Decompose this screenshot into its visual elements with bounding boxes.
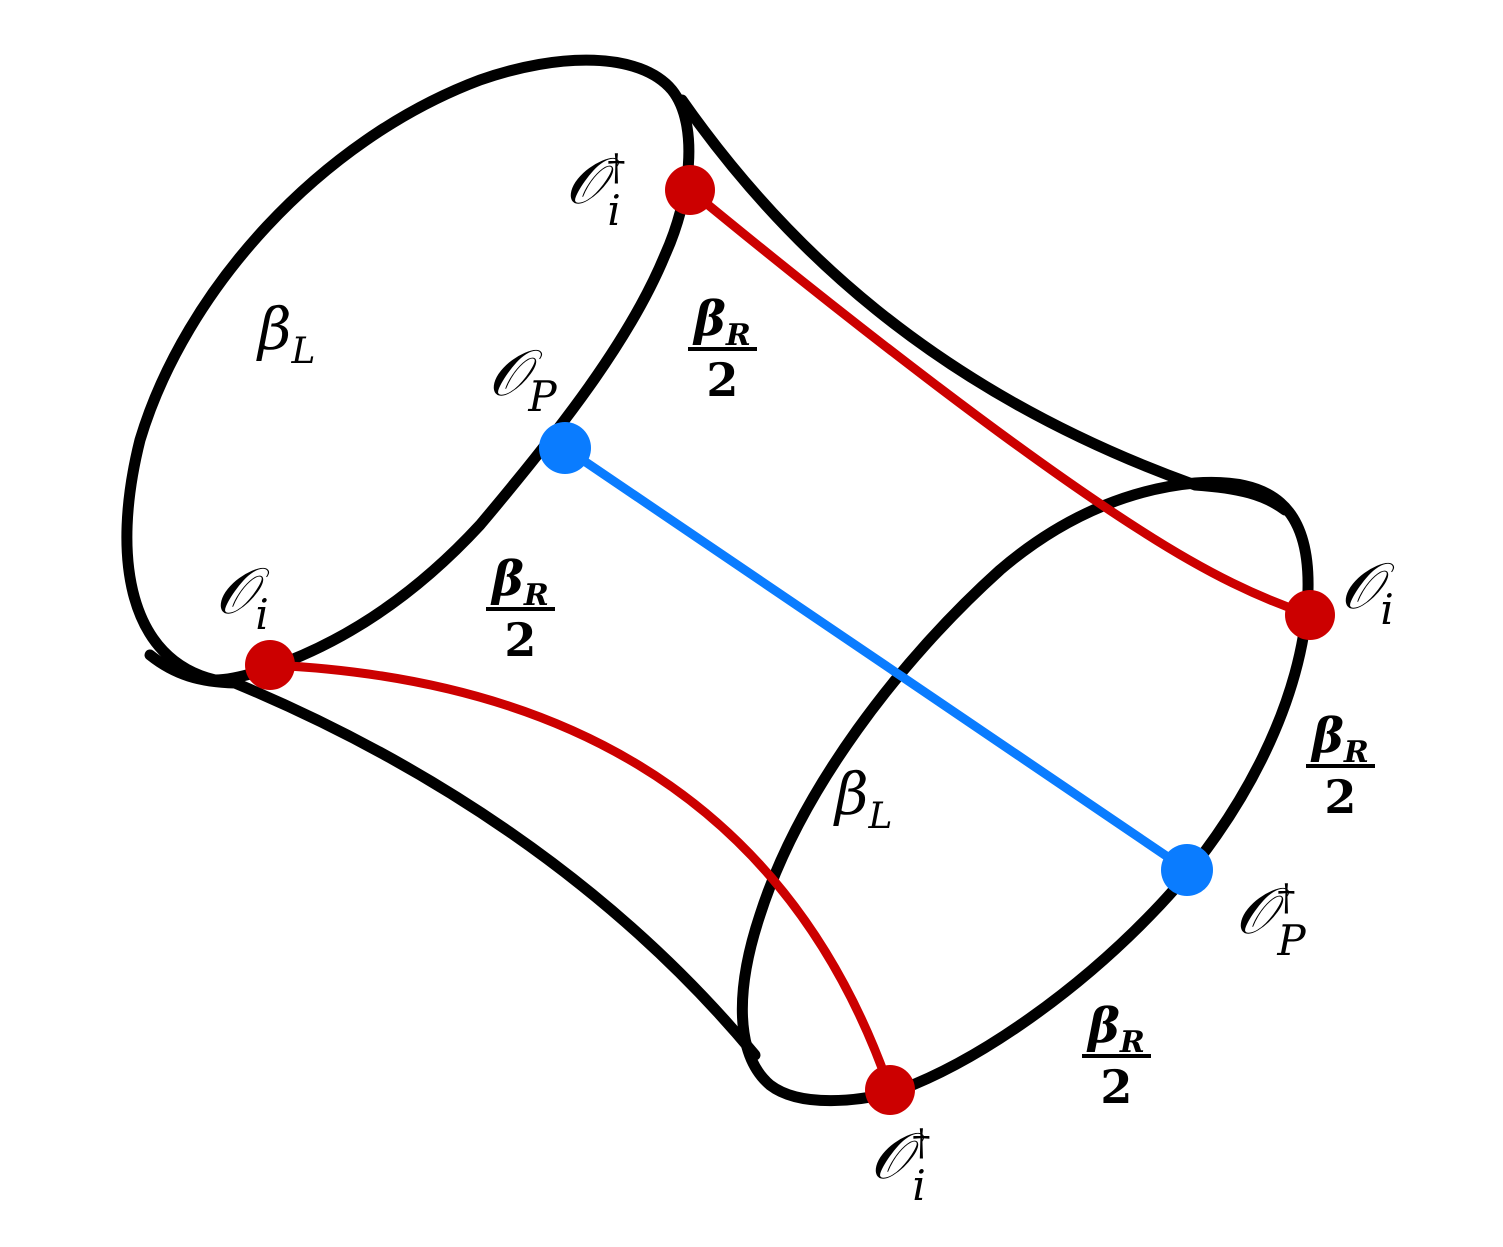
point-OP: [539, 422, 591, 474]
op-symbol: 𝒪: [215, 555, 256, 629]
top-sheet-edge: [676, 94, 1291, 516]
sub-R: R: [1343, 735, 1369, 770]
sub-i: i: [607, 186, 621, 235]
beta-symbol: β: [258, 295, 292, 363]
dagger-sup: †: [912, 1123, 931, 1164]
blue-geodesic: [560, 443, 1192, 875]
point-Oi-right: [1285, 590, 1335, 640]
left-boundary-ellipse: [121, 54, 695, 686]
label-OP: 𝒪P: [488, 342, 557, 418]
sub-R: R: [725, 318, 751, 353]
red-geodesic-top: [685, 185, 1315, 620]
sub-R: R: [1119, 1025, 1145, 1060]
label-Oi-left: 𝒪i: [215, 560, 269, 636]
label-beta-L-right: βL: [835, 765, 892, 835]
sub-R: R: [523, 578, 549, 613]
label-betaR-half-2: βR 2: [486, 555, 555, 663]
label-OP-dagger: 𝒪†P: [1235, 880, 1306, 964]
label-betaR-half-4: βR 2: [1082, 1002, 1151, 1110]
point-Oi-left: [245, 640, 295, 690]
point-Oi-dagger-top: [665, 165, 715, 215]
label-Oi-dagger-top: 𝒪†i: [565, 150, 625, 234]
denominator: 2: [1324, 770, 1357, 824]
beta-symbol: β: [694, 291, 726, 347]
op-symbol: 𝒪: [1340, 550, 1381, 624]
denominator: 2: [706, 353, 739, 407]
label-betaR-half-1: βR 2: [688, 295, 757, 403]
right-boundary-ellipse: [736, 476, 1314, 1107]
beta-symbol: β: [1312, 708, 1344, 764]
label-beta-L-left: βL: [258, 300, 315, 370]
red-geodesic-bottom: [265, 660, 895, 1095]
sub-i: i: [255, 590, 269, 639]
label-Oi-right: 𝒪i: [1340, 555, 1394, 631]
op-symbol: 𝒪: [488, 337, 529, 411]
beta-symbol: β: [492, 551, 524, 607]
sub-P: P: [528, 372, 557, 421]
bottom-sheet-edge: [144, 649, 761, 1061]
point-Oi-dagger-bottom: [865, 1065, 915, 1115]
sub-L: L: [291, 331, 316, 372]
denominator: 2: [504, 613, 537, 667]
denominator: 2: [1100, 1060, 1133, 1114]
beta-symbol: β: [1088, 998, 1120, 1054]
label-Oi-dagger-bottom: 𝒪†i: [870, 1125, 930, 1209]
op-symbol: 𝒪: [870, 1120, 911, 1194]
dagger-sup: †: [1277, 878, 1296, 919]
point-OP-dagger: [1161, 844, 1213, 896]
label-betaR-half-3: βR 2: [1306, 712, 1375, 820]
sub-P: P: [1277, 916, 1306, 965]
sub-L: L: [868, 796, 893, 837]
sub-i: i: [912, 1161, 926, 1210]
sub-i: i: [1380, 585, 1394, 634]
dagger-sup: †: [607, 148, 626, 189]
beta-symbol: β: [835, 760, 869, 828]
op-symbol: 𝒪: [565, 145, 606, 219]
op-symbol: 𝒪: [1235, 875, 1276, 949]
